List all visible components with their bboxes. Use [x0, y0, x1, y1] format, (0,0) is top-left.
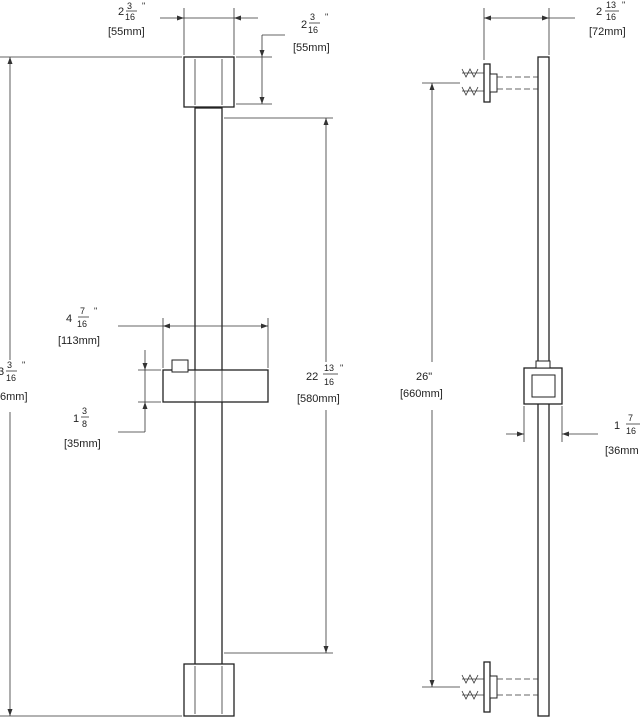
dim-top-width-inch: " — [142, 1, 145, 11]
dim-slider-height: 1 3 8 [35mm] — [64, 350, 161, 450]
dim-top-height: 2 3 16 " [55mm] — [236, 12, 330, 105]
dim-slider-height-whole: 1 — [73, 413, 79, 425]
dim-bar-length-inch: " — [340, 363, 343, 373]
dim-bar-length-den: 16 — [324, 377, 334, 387]
dim-slider-width-num: 7 — [80, 306, 85, 316]
side-slider-inner — [531, 374, 556, 398]
dim-overall-left-den: 16 — [6, 373, 16, 383]
dim-overall-left: 3 3 16 " 6mm] — [0, 56, 182, 717]
front-view — [162, 56, 269, 717]
dim-slider-width: 4 7 16 " [113mm] — [58, 306, 269, 368]
side-view — [461, 56, 563, 717]
dim-side-depth-num: 13 — [606, 0, 616, 10]
dim-overall-left-num: 3 — [7, 360, 12, 370]
dim-bar-length-whole: 22 — [306, 371, 318, 383]
dim-side-slider: 1 7 16 [36mm — [506, 406, 640, 457]
dim-overall-left-metric: 6mm] — [0, 391, 28, 403]
dim-top-width-whole: 2 — [118, 6, 124, 18]
dim-side-slider-num: 7 — [628, 413, 633, 423]
dim-side-depth-inch: " — [622, 0, 625, 10]
front-top-mount — [183, 56, 235, 108]
dim-overall-left-whole: 3 — [0, 366, 4, 378]
dim-top-height-inch: " — [325, 12, 328, 22]
dim-mount-spacing: 26" [660mm] — [400, 82, 460, 688]
dim-mount-spacing-metric: [660mm] — [400, 388, 443, 400]
dim-top-width-metric: [55mm] — [108, 26, 145, 38]
dim-slider-width-den: 16 — [77, 319, 87, 329]
side-bottom-screws-icon — [461, 674, 484, 700]
dim-top-width-num: 3 — [127, 1, 132, 11]
dim-side-depth-den: 16 — [606, 12, 616, 22]
dim-slider-height-metric: [35mm] — [64, 438, 101, 450]
dim-top-height-whole: 2 — [301, 19, 307, 31]
front-slider-body — [162, 369, 269, 403]
dim-slider-height-num: 3 — [82, 406, 87, 416]
dim-top-height-num: 3 — [310, 12, 315, 22]
side-top-screws-icon — [461, 68, 484, 96]
dim-bar-length-metric: [580mm] — [297, 393, 340, 405]
dim-top-height-den: 16 — [308, 25, 318, 35]
dim-top-width: 2 3 16 " [55mm] — [108, 1, 258, 55]
dim-bar-length-num: 13 — [324, 363, 334, 373]
dim-side-slider-whole: 1 — [614, 420, 620, 432]
dim-side-depth-whole: 2 — [596, 6, 602, 18]
front-bottom-mount — [183, 663, 235, 717]
dim-mount-spacing-text: 26" — [416, 371, 432, 383]
side-top-wall-plate — [483, 63, 491, 103]
dim-slider-width-metric: [113mm] — [58, 335, 100, 347]
dim-top-width-den: 16 — [125, 12, 135, 22]
dim-overall-left-inch: " — [22, 360, 25, 370]
dim-side-depth: 2 13 16 " [72mm] — [483, 0, 626, 60]
dim-side-slider-den: 16 — [626, 426, 636, 436]
dim-top-height-metric: [55mm] — [293, 42, 330, 54]
dim-side-slider-metric: [36mm — [605, 445, 639, 457]
dim-slider-width-inch: " — [94, 306, 97, 316]
dim-bar-length: 22 13 16 " [580mm] — [224, 117, 343, 654]
dim-slider-height-den: 8 — [82, 419, 87, 429]
front-slider-knob — [171, 359, 189, 373]
dim-slider-width-whole: 4 — [66, 313, 72, 325]
side-bottom-wall-plate — [483, 661, 491, 713]
dim-side-depth-metric: [72mm] — [589, 26, 626, 38]
